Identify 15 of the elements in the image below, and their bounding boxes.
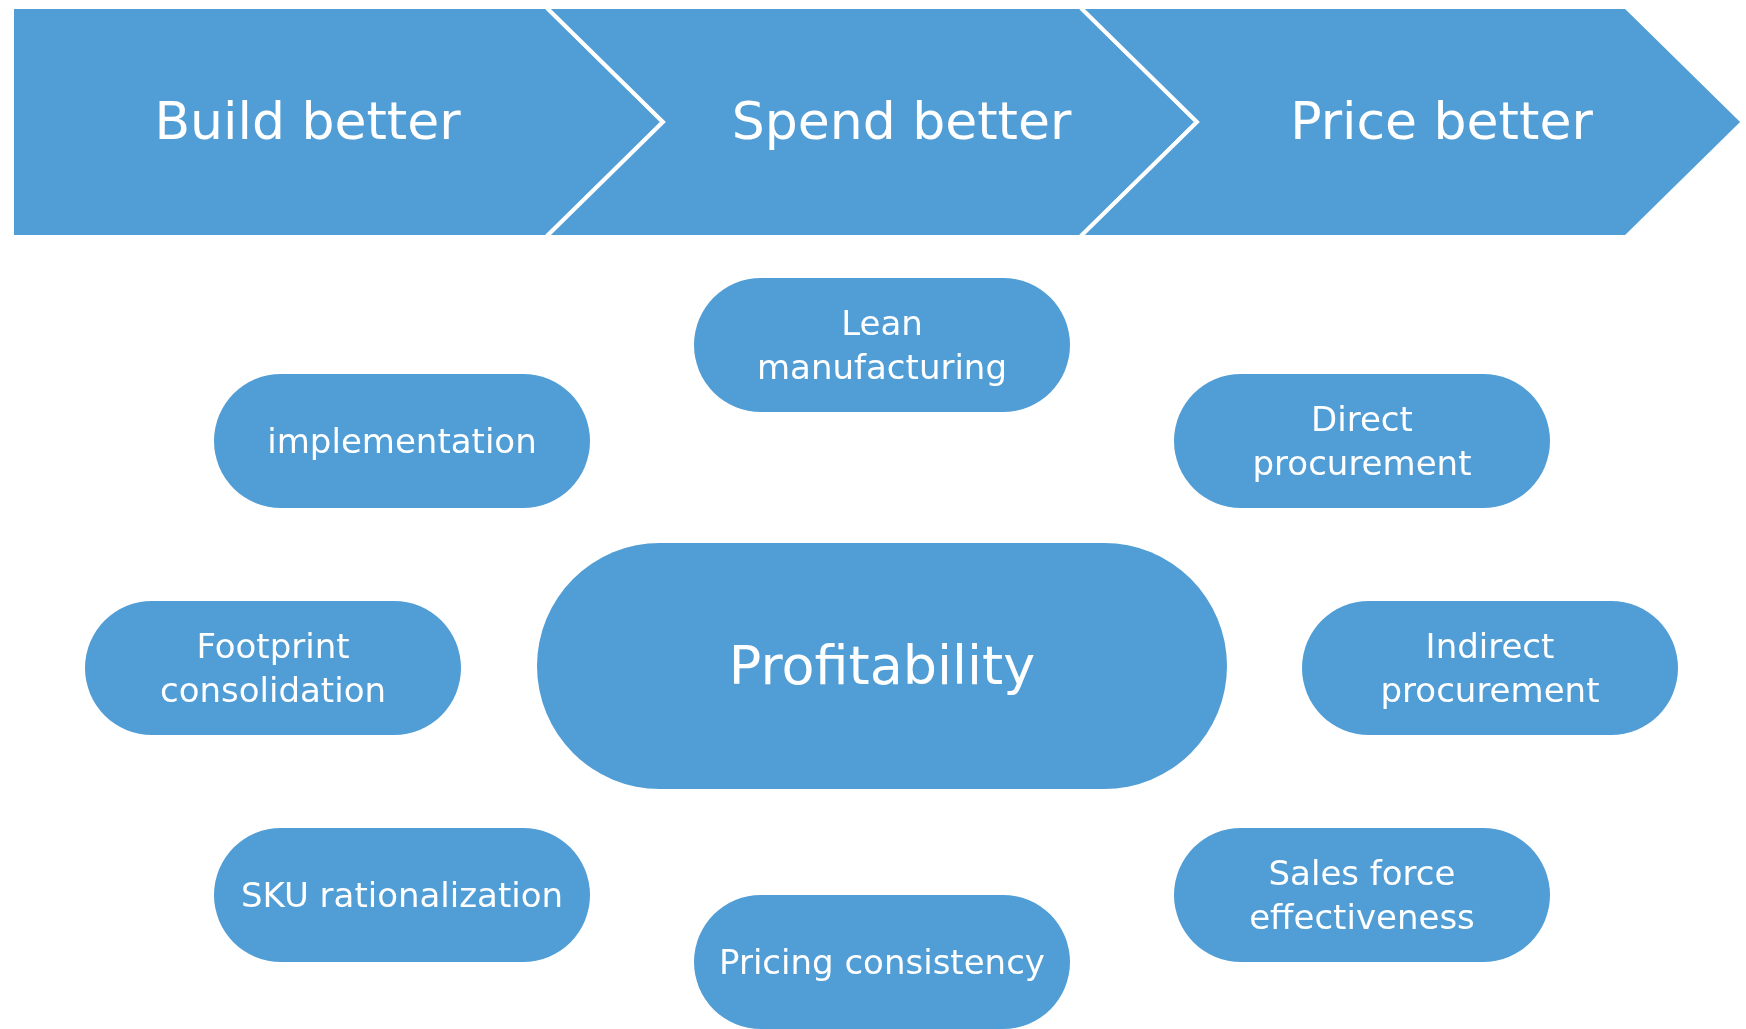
pill-label: Profitability bbox=[728, 632, 1036, 699]
pill-label: Indirect procurement bbox=[1379, 624, 1601, 712]
pill-label: Sales force effectiveness bbox=[1248, 851, 1476, 939]
chevron-label: Spend better bbox=[731, 90, 1072, 154]
chevron-banner bbox=[546, 7, 1197, 237]
pill-label: Footprint consolidation bbox=[159, 624, 387, 712]
pill-label: implementation bbox=[267, 419, 537, 463]
chevron-banner bbox=[1080, 7, 1743, 237]
pill-label: Pricing consistency bbox=[719, 940, 1045, 984]
chevron-label: Price better bbox=[1290, 90, 1593, 154]
chevron-banner bbox=[12, 7, 663, 237]
pill-label: SKU rationalization bbox=[240, 873, 564, 917]
pill-label: Direct procurement bbox=[1251, 397, 1473, 485]
pill-label: Lean manufacturing bbox=[756, 301, 1008, 389]
chevron-label: Build better bbox=[154, 90, 461, 154]
